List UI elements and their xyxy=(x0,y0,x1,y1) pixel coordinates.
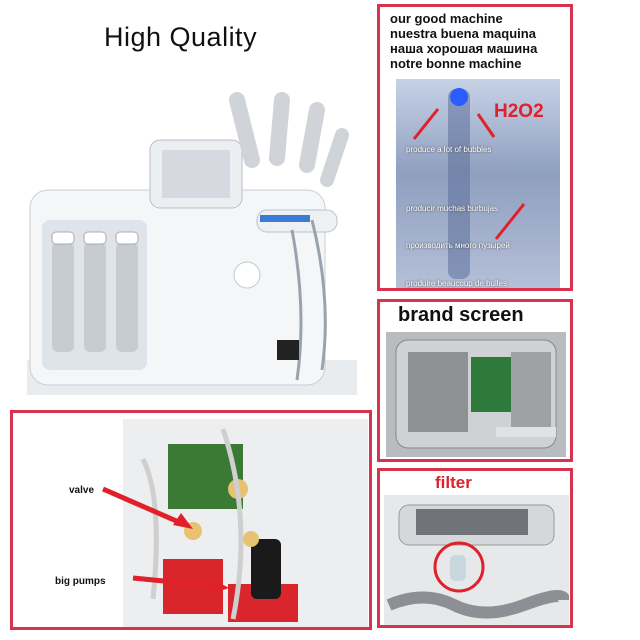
valve-arrow-icon xyxy=(101,483,196,538)
filter-photo xyxy=(384,495,570,625)
caption-line: our good machine xyxy=(390,11,503,26)
pumps-panel: valve big pumps xyxy=(10,410,372,630)
bubbles-note-en: produce a lot of bubbles xyxy=(406,145,492,154)
filter-panel: filter xyxy=(377,468,573,628)
caption-line: наша хорошая машина xyxy=(390,41,538,56)
bubbles-note-es: producir muchas burbujas xyxy=(406,204,499,213)
pumps-photo xyxy=(123,419,368,627)
bubbles-note-ru: производить много пузырей xyxy=(406,241,510,250)
good-machine-panel: our good machine nuestra buena maquina н… xyxy=(377,4,573,291)
circuit-board-photo xyxy=(386,332,566,459)
brand-screen-panel: brand screen xyxy=(377,299,573,462)
valve-label: valve xyxy=(69,485,95,496)
bubble-tube-photo xyxy=(396,79,560,288)
h2o2-label: H2O2 xyxy=(494,101,544,122)
headline: High Quality xyxy=(104,22,258,52)
caption-line: nuestra buena maquina xyxy=(390,26,536,41)
pumps-arrow-icon xyxy=(131,568,231,603)
machine-photo xyxy=(22,70,367,395)
filter-title: filter xyxy=(435,473,472,492)
bubbles-note-fr: produire beaucoup de bulles xyxy=(406,279,507,288)
good-machine-caption: our good machine nuestra buena maquina н… xyxy=(390,11,537,71)
big-pumps-label: big pumps xyxy=(55,576,106,587)
brand-screen-title: brand screen xyxy=(398,304,524,326)
caption-line: notre bonne machine xyxy=(390,56,522,71)
